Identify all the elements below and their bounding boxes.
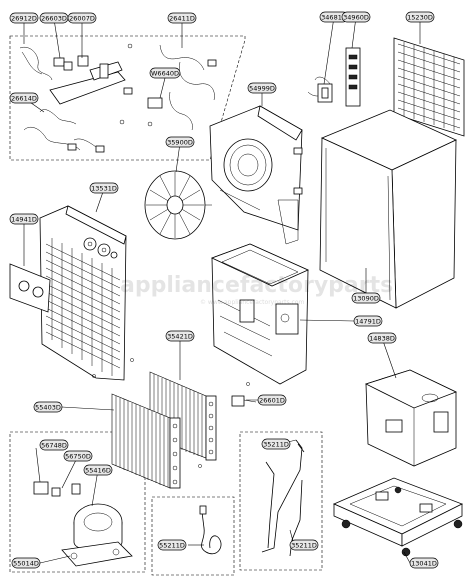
svg-text:55416D: 55416D <box>85 466 111 474</box>
svg-text:34960D: 34960D <box>343 13 369 21</box>
watermark-text: appliancefactoryparts <box>120 273 393 298</box>
part-label-56748[interactable]: 56748D <box>39 439 69 451</box>
svg-text:56748D: 56748D <box>41 441 67 449</box>
tube-group-box <box>239 431 323 571</box>
part-label-35900[interactable]: 35900D <box>165 136 195 148</box>
svg-text:35211D: 35211D <box>291 541 317 549</box>
svg-text:35211D: 35211D <box>263 440 289 448</box>
svg-text:34681D: 34681D <box>321 13 347 21</box>
svg-text:W6640D: W6640D <box>151 69 179 77</box>
base-casters-drawing <box>333 477 463 557</box>
part-label-14791[interactable]: 14791D <box>353 315 383 327</box>
part-label-W6640[interactable]: W6640D <box>149 67 181 79</box>
svg-text:26007D: 26007D <box>69 14 95 22</box>
svg-text:35421D: 35421D <box>167 332 193 340</box>
svg-text:14838D: 14838D <box>369 334 395 342</box>
svg-text:56750D: 56750D <box>65 452 91 460</box>
blower-wheel-drawing <box>144 170 212 240</box>
svg-text:26912D: 26912D <box>11 14 37 22</box>
svg-text:13090D: 13090D <box>353 294 379 302</box>
air-filter-drawing <box>393 37 465 137</box>
front-panel-drawing <box>39 205 127 381</box>
part-label-35421[interactable]: 35421D <box>165 330 195 342</box>
part-label-55211[interactable]: 55211D <box>157 539 187 551</box>
compressor-group-box <box>9 431 146 573</box>
part-label-26007[interactable]: 26007D <box>67 12 97 24</box>
part-label-14941[interactable]: 14941D <box>9 213 39 225</box>
part-label-13531[interactable]: 13531D <box>89 182 119 194</box>
svg-text:26603D: 26603D <box>41 14 67 22</box>
svg-text:14941D: 14941D <box>11 215 37 223</box>
part-label-26603[interactable]: 26603D <box>39 12 69 24</box>
watermark-subtext: © www.appliancefactoryparts.com <box>200 299 305 306</box>
part-label-35211-lower[interactable]: 35211D <box>289 539 319 551</box>
compressor-drawing <box>33 481 133 567</box>
svg-text:26411D: 26411D <box>169 14 195 22</box>
svg-text:13531D: 13531D <box>91 184 117 192</box>
switch-parts-drawing <box>307 47 361 107</box>
part-label-55416[interactable]: 55416D <box>83 464 113 476</box>
svg-text:55403D: 55403D <box>35 403 61 411</box>
svg-text:35900D: 35900D <box>167 138 193 146</box>
wiring-harness-drawing <box>19 43 217 153</box>
cabinet-drawing <box>319 109 457 309</box>
svg-text:14791D: 14791D <box>355 317 381 325</box>
svg-text:26614D: 26614D <box>11 94 37 102</box>
part-label-26912[interactable]: 26912D <box>9 12 39 24</box>
part-label-55403[interactable]: 55403D <box>33 401 63 413</box>
wiring-group-box <box>9 35 246 161</box>
part-label-13041[interactable]: 13041D <box>409 557 439 569</box>
capillary-tube-drawing <box>199 505 222 555</box>
drain-pan-drawing <box>210 243 309 385</box>
part-label-14838[interactable]: 14838D <box>367 332 397 344</box>
svg-text:55014D: 55014D <box>13 559 39 567</box>
part-label-54999[interactable]: 54999D <box>247 82 277 94</box>
svg-text:15230D: 15230D <box>407 13 433 21</box>
evaporator-coil-drawing <box>111 393 181 489</box>
svg-text:55211D: 55211D <box>159 541 185 549</box>
copper-tubes-drawing <box>261 439 305 557</box>
part-label-55014[interactable]: 55014D <box>11 557 41 569</box>
knob-callout-drawing <box>9 263 51 313</box>
part-label-35211-upper[interactable]: 35211D <box>261 438 291 450</box>
fan-shroud-drawing <box>209 105 303 245</box>
part-label-15230[interactable]: 15230D <box>405 11 435 23</box>
part-label-26614[interactable]: 26614D <box>9 92 39 104</box>
svg-text:54999D: 54999D <box>249 84 275 92</box>
part-label-26411[interactable]: 26411D <box>167 12 197 24</box>
part-label-13090[interactable]: 13090D <box>351 292 381 304</box>
sensor-drawing <box>231 395 257 407</box>
svg-text:26601D: 26601D <box>259 396 285 404</box>
capillary-group-box <box>151 496 235 576</box>
screws <box>92 358 250 468</box>
part-label-56750[interactable]: 56750D <box>63 450 93 462</box>
part-label-26601[interactable]: 26601D <box>257 394 287 406</box>
svg-text:13041D: 13041D <box>411 559 437 567</box>
part-label-34960[interactable]: 34960D <box>341 11 371 23</box>
water-bucket-drawing <box>364 369 458 467</box>
